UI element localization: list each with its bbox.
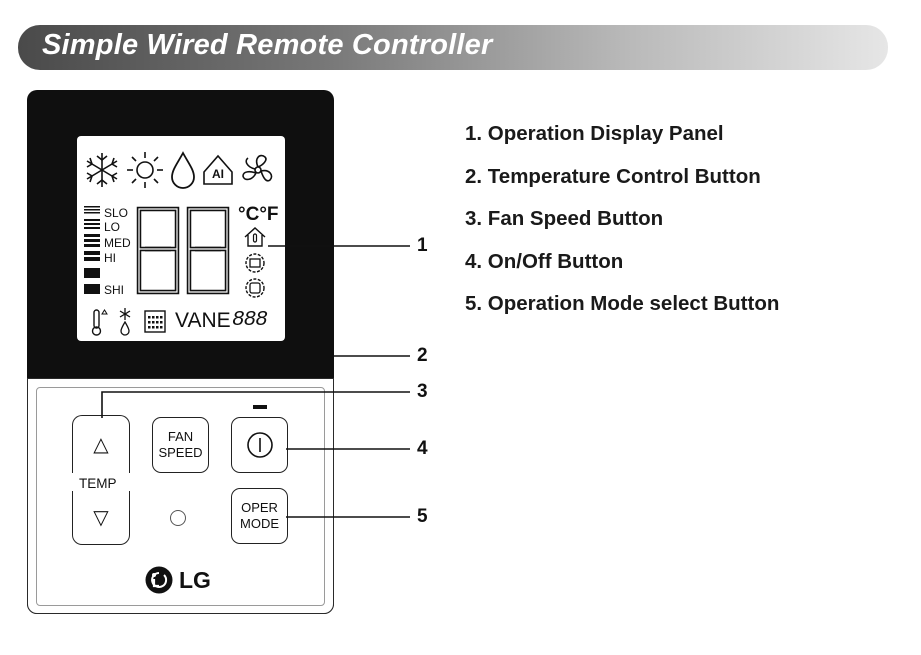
fan-level-hi: HI (104, 251, 116, 265)
oper-mode-label-line1: OPER (241, 500, 278, 515)
status-led (170, 510, 186, 526)
fan-level-slo: SLO (104, 206, 129, 220)
unit-icon (245, 278, 265, 298)
temperature-digits (136, 206, 230, 295)
callout-1: 1 (417, 235, 428, 256)
legend-item-on-off-button: 4. On/Off Button (465, 249, 624, 273)
droplet-icon (171, 151, 195, 189)
callout-4: 4 (417, 438, 428, 459)
svg-text:AI: AI (212, 167, 224, 181)
fan-level-med: MED (104, 236, 131, 250)
legend-item-oper-mode-button: 5. Operation Mode select Button (465, 292, 780, 315)
legend-item-display-panel: 1. Operation Display Panel (465, 122, 724, 145)
power-icon (246, 432, 273, 458)
operation-display-panel (77, 136, 285, 341)
callout-3: 3 (417, 381, 428, 402)
component-legend: 1. Operation Display Panel 2. Temperatur… (465, 122, 779, 335)
thermometer-icon (91, 309, 108, 336)
legend-item-temp-button: 2. Temperature Control Button (465, 164, 761, 188)
fan-speed-label-line2: SPEED (158, 445, 203, 460)
callout-5: 5 (417, 506, 428, 527)
lg-logo-text: LG (179, 567, 211, 593)
temperature-unit-label: °C°F (238, 204, 279, 225)
vane-digits: 888 (232, 309, 268, 332)
temp-up-button[interactable]: △ (72, 415, 130, 473)
on-off-button[interactable] (231, 417, 288, 473)
home-thermometer-icon (244, 227, 266, 247)
temp-up-glyph: △ (93, 433, 109, 456)
temp-down-glyph: ▽ (93, 506, 109, 529)
lg-logo-icon (145, 566, 173, 594)
power-indicator-bar (253, 405, 267, 409)
snowflake-icon (86, 153, 118, 187)
temp-down-button[interactable]: ▽ (72, 491, 130, 545)
fan-level-bars (84, 206, 100, 294)
fan-level-shi: SHI (104, 283, 125, 297)
filter-icon (245, 253, 265, 273)
vane-label: VANE (175, 309, 231, 332)
oper-mode-label-line2: MODE (240, 516, 279, 531)
fan-level-lo: LO (104, 220, 121, 234)
fan-icon (242, 154, 273, 182)
legend-item-fan-speed-button: 3. Fan Speed Button (465, 207, 664, 230)
fan-speed-label-line1: FAN (167, 429, 194, 444)
callout-2: 2 (417, 345, 428, 366)
schedule-icon (144, 310, 166, 333)
temp-label: TEMP (79, 476, 117, 491)
title-banner (18, 25, 888, 70)
page-title: Simple Wired Remote Controller (42, 29, 493, 61)
sun-icon (127, 152, 163, 188)
ai-icon: AI (203, 154, 233, 185)
defrost-icon (119, 308, 131, 336)
